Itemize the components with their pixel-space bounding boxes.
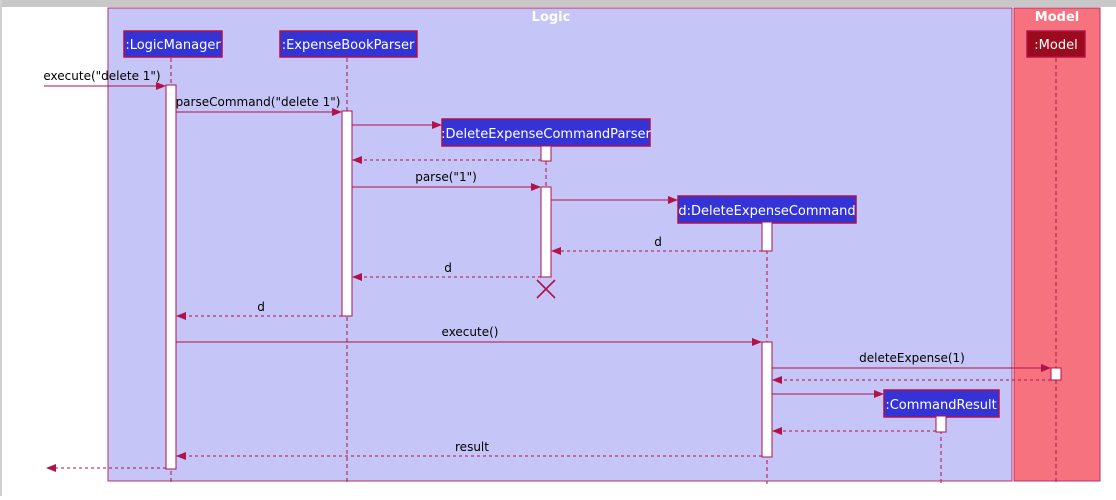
participant-delete-command-label: d:DeleteExpenseCommand	[678, 204, 855, 219]
label-return-d-book-parser: d	[444, 261, 452, 275]
activation-delete-command-parser-create	[540, 145, 552, 162]
label-parse-command: parseCommand("delete 1")	[176, 95, 341, 109]
activation-expense-book-parser	[341, 110, 353, 317]
participant-model-label: :Model	[1034, 38, 1077, 53]
logic-frame: Logic	[107, 7, 1013, 482]
window-left-border	[0, 0, 2, 496]
participant-logic-manager-label: :LogicManager	[125, 38, 221, 53]
label-execute-delete: execute("delete 1")	[43, 69, 160, 83]
model-frame-title: Model	[1035, 10, 1079, 25]
label-result: result	[455, 440, 489, 454]
activation-model	[1050, 367, 1062, 381]
label-parse: parse("1")	[415, 170, 477, 184]
message-labels: execute("delete 1") parseCommand("delete…	[43, 69, 964, 454]
activation-delete-command-execute	[761, 341, 773, 458]
participant-logic-manager: :LogicManager	[123, 30, 223, 58]
window-top-border	[0, 0, 1116, 7]
participant-expense-book-parser: :ExpenseBookParser	[279, 30, 418, 58]
activation-command-result	[935, 415, 947, 433]
activation-logic-manager	[165, 84, 177, 470]
messages	[44, 82, 1051, 472]
activation-delete-command-create	[761, 221, 773, 252]
participant-delete-command: d:DeleteExpenseCommand	[677, 195, 857, 224]
model-frame: Model	[1013, 7, 1101, 482]
activation-delete-command-parser-parse	[540, 186, 552, 278]
logic-frame-title: Logic	[532, 10, 571, 25]
label-delete-expense: deleteExpense(1)	[859, 351, 965, 365]
destroy-marker-icon	[536, 279, 556, 299]
participant-expense-book-parser-label: :ExpenseBookParser	[282, 38, 415, 53]
label-return-d-manager: d	[257, 300, 265, 314]
label-return-d-parser: d	[654, 235, 662, 249]
participant-model: :Model	[1026, 30, 1086, 58]
participant-command-result-label: :CommandResult	[885, 398, 996, 413]
label-execute: execute()	[442, 325, 499, 339]
participant-delete-command-parser-label: :DeleteExpenseCommandParser	[441, 127, 651, 142]
activation-bars	[165, 84, 1062, 470]
participant-command-result: :CommandResult	[883, 389, 1000, 418]
participant-delete-command-parser: :DeleteExpenseCommandParser	[441, 118, 652, 147]
